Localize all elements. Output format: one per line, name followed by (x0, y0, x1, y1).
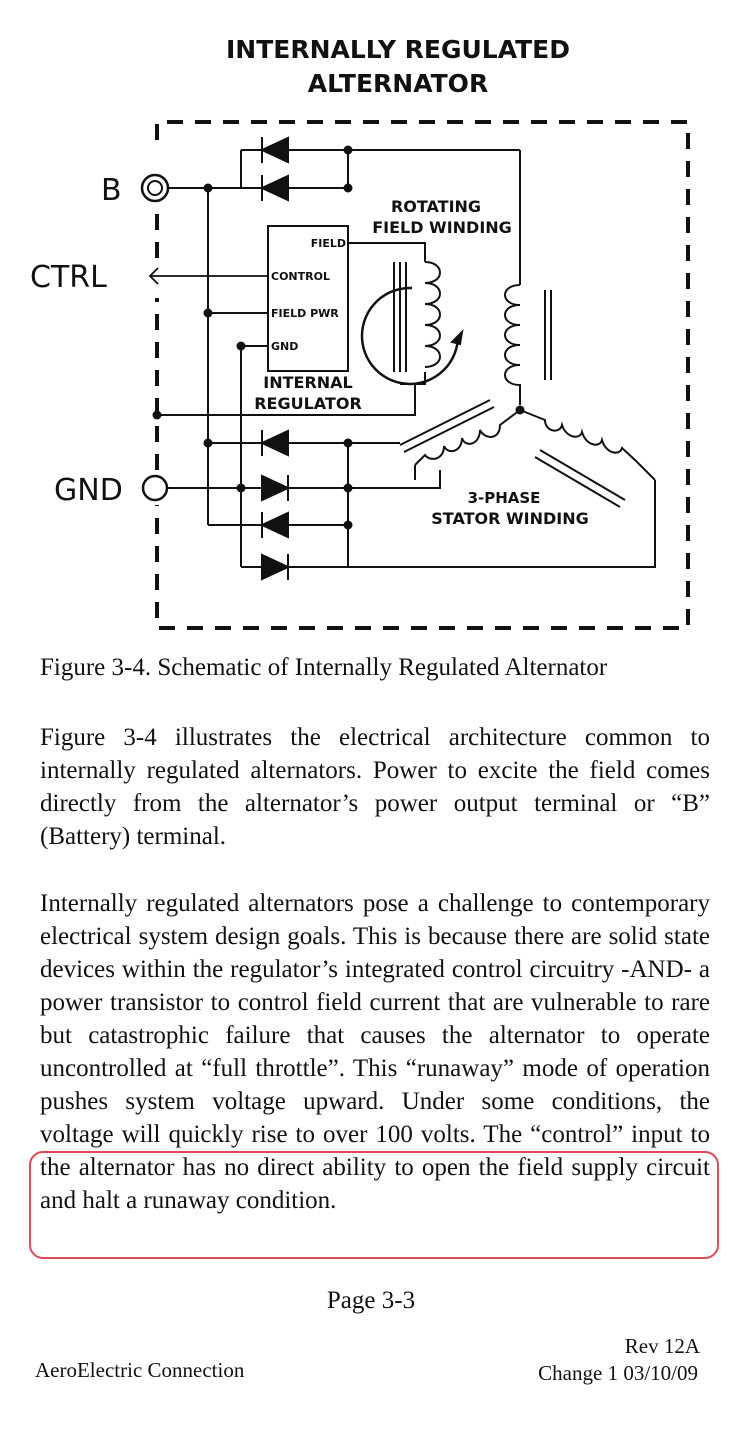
paragraph-2: Internally regulated alternators pose a … (40, 887, 710, 1217)
ctrl-terminal-label: CTRL (30, 260, 107, 295)
figure-caption: Figure 3-4. Schematic of Internally Regu… (40, 654, 608, 681)
gnd-terminal (141, 474, 169, 502)
paragraph-2-text: Internally regulated alternators pose a … (40, 890, 710, 1148)
rotor-label-line1: ROTATING (391, 197, 481, 216)
diode-bottom-4 (261, 553, 291, 581)
stator-label-line1: 3-PHASE (468, 489, 541, 507)
b-terminal (140, 173, 170, 203)
diode-bottom-2 (261, 474, 291, 502)
alternator-enclosure (155, 120, 690, 630)
regulator-pin-field-pwr: FIELD PWR (271, 307, 339, 320)
diode-top-1 (259, 136, 289, 164)
b-terminal-label: B (101, 173, 122, 208)
change-date: Change 1 03/10/09 (538, 1361, 698, 1385)
page-number: Page 3-3 (326, 1287, 416, 1314)
regulator-pin-field: FIELD (311, 237, 346, 250)
stator-winding (399, 284, 656, 508)
rotor-label-line2: FIELD WINDING (372, 218, 512, 237)
rotating-field-winding (360, 261, 464, 386)
stator-label-line2: STATOR WINDING (431, 509, 589, 528)
diagram-title-line2: ALTERNATOR (308, 69, 488, 98)
regulator-pin-gnd: GND (271, 340, 298, 353)
diode-bottom-1 (259, 429, 289, 457)
paragraph-1: Figure 3-4 illustrates the electrical ar… (40, 724, 710, 850)
regulator-pin-control: CONTROL (271, 270, 330, 283)
revision-label: Rev 12A (624, 1334, 700, 1358)
regulator-label-line1: INTERNAL (263, 373, 352, 392)
highlight-box (29, 1151, 719, 1259)
diode-top-2 (259, 174, 289, 202)
paragraph-2-highlighted-text: quickly rise to over 100 volts. The “con… (40, 1121, 710, 1214)
diagram-title-line1: INTERNALLY REGULATED (226, 35, 570, 64)
diode-bottom-3 (259, 511, 289, 539)
junction-dots (152, 145, 525, 530)
alternator-schematic: INTERNALLY REGULATED ALTERNATOR B CTRL G… (30, 35, 690, 630)
gnd-terminal-label: GND (54, 473, 123, 508)
regulator-label-line2: REGULATOR (254, 394, 362, 413)
organization-name: AeroElectric Connection (35, 1358, 245, 1382)
